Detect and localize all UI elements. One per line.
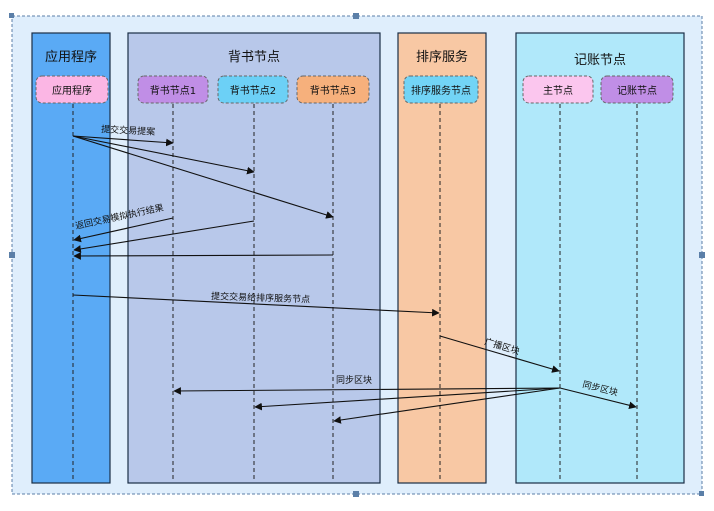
arrow-endorse3-to-app bbox=[73, 252, 334, 260]
lane-order-title: 排序服务 bbox=[416, 49, 468, 65]
arrow-master-to-ledger bbox=[559, 387, 637, 410]
node-endorse3[interactable]: 背书节点3 bbox=[296, 75, 370, 104]
arrow-app-to-order bbox=[72, 294, 440, 317]
selection-handle-right[interactable] bbox=[699, 252, 705, 258]
arrow-master-to-endorse2 bbox=[254, 387, 561, 411]
node-endorse1[interactable]: 背书节点1 bbox=[137, 75, 209, 104]
selection-handle-top[interactable] bbox=[353, 13, 359, 19]
arrow-endorse1-to-app bbox=[73, 217, 174, 243]
svg-text:背书节点2: 背书节点2 bbox=[230, 84, 276, 97]
arrow-master-to-endorse1 bbox=[173, 387, 561, 395]
lane-order: 排序服务 bbox=[397, 32, 487, 484]
arrow-master-to-endorse3 bbox=[333, 387, 561, 424]
node-endorse2[interactable]: 背书节点2 bbox=[217, 75, 289, 104]
label-submit-proposal: 提交交易提案 bbox=[101, 123, 156, 138]
arrow-endorse2-to-app bbox=[73, 220, 255, 253]
node-app[interactable]: 应用程序 bbox=[35, 75, 109, 104]
label-sync-block-endorse: 同步区块 bbox=[336, 374, 372, 386]
svg-text:背书节点1: 背书节点1 bbox=[150, 84, 196, 97]
selection-handle-left[interactable] bbox=[9, 252, 15, 258]
node-ledger[interactable]: 记账节点 bbox=[600, 75, 674, 104]
lane-ledger-title: 记账节点 bbox=[574, 53, 626, 68]
svg-text:排序服务节点: 排序服务节点 bbox=[411, 84, 471, 97]
arrow-app-to-endorse1 bbox=[72, 135, 174, 147]
node-master[interactable]: 主节点 bbox=[522, 75, 594, 104]
lane-ledger: 记账节点 bbox=[515, 32, 685, 484]
lane-app: 应用程序 bbox=[31, 32, 111, 484]
svg-text:记账节点: 记账节点 bbox=[617, 85, 657, 97]
svg-text:背书节点3: 背书节点3 bbox=[310, 84, 356, 97]
node-order[interactable]: 排序服务节点 bbox=[403, 75, 479, 104]
arrow-app-to-endorse2 bbox=[72, 135, 255, 175]
svg-text:主节点: 主节点 bbox=[543, 85, 573, 97]
label-submit-to-order: 提交交易给排序服务节点 bbox=[211, 290, 310, 305]
lane-app-title: 应用程序 bbox=[45, 49, 97, 65]
svg-text:应用程序: 应用程序 bbox=[52, 84, 92, 97]
selection-handle-corner-tl[interactable] bbox=[9, 13, 14, 18]
selection-handle-corner-br[interactable] bbox=[699, 491, 704, 496]
arrow-app-to-endorse3 bbox=[72, 135, 334, 219]
lane-endorse-title: 背书节点 bbox=[228, 50, 280, 65]
arrow-order-to-master bbox=[439, 335, 560, 373]
selection-handle-bottom[interactable] bbox=[353, 491, 359, 497]
